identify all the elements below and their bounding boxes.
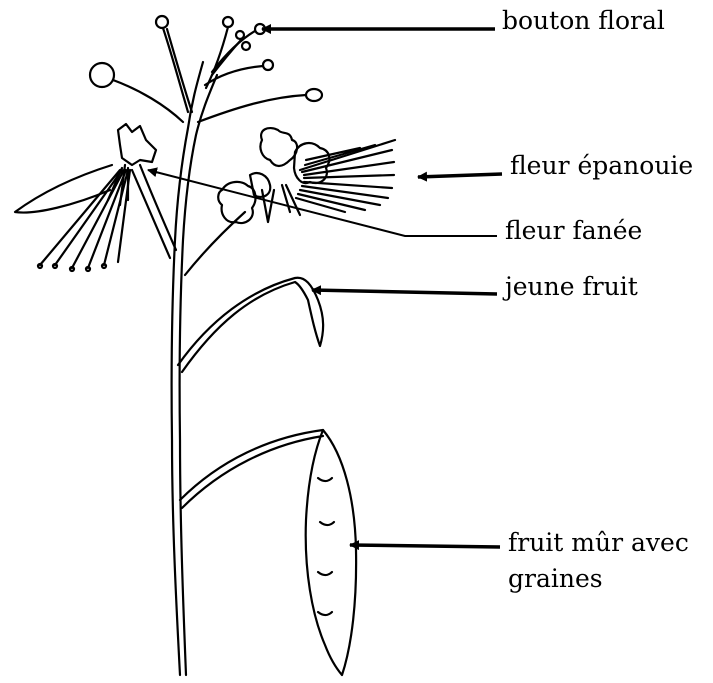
pointer-arrows: [148, 29, 502, 547]
label-fruit-mur-line2: graines: [508, 561, 689, 597]
withered-flower: [15, 124, 176, 271]
arrow-jeune-fruit: [312, 290, 497, 294]
label-fruit-mur: fruit mûr avec graines: [508, 525, 689, 597]
label-fruit-mur-line1: fruit mûr avec: [508, 525, 689, 561]
plant-drawing: [15, 16, 395, 675]
label-fleur-fanee: fleur fanée: [505, 216, 642, 246]
flower-buds: [90, 16, 322, 122]
label-jeune-fruit: jeune fruit: [505, 272, 638, 302]
arrow-fruit-mur: [350, 545, 500, 547]
main-stem: [172, 62, 217, 675]
blooming-flower: [185, 128, 395, 275]
label-fleur-epanouie: fleur épanouie: [510, 151, 693, 181]
young-fruit: [178, 278, 323, 372]
label-bouton-floral: bouton floral: [502, 6, 665, 36]
mature-fruit: [180, 430, 356, 675]
arrow-fleur-epanouie: [418, 174, 502, 177]
